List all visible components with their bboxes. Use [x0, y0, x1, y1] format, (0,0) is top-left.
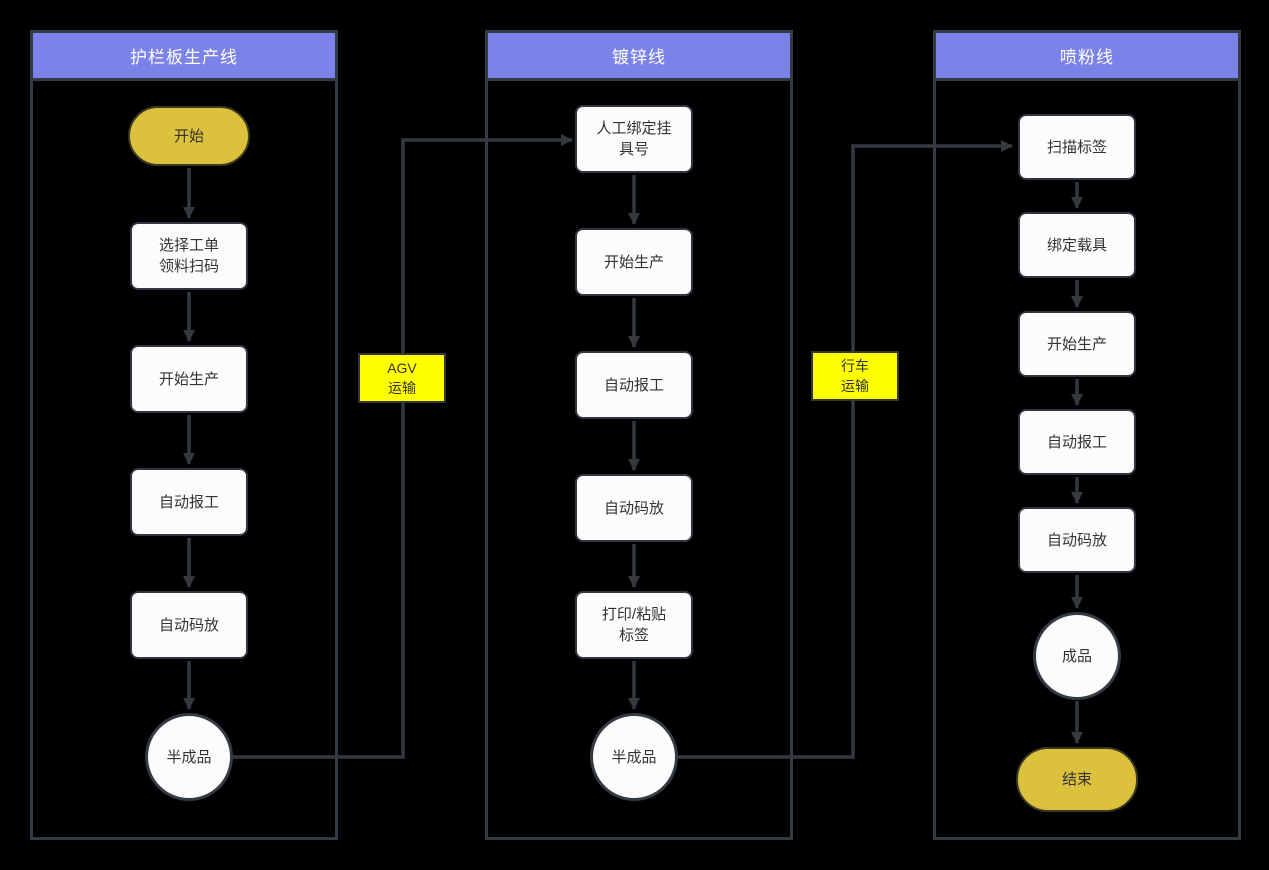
node-semifinished-lane2: 半成品 [590, 713, 678, 801]
node-semifinished-lane1: 半成品 [145, 713, 233, 801]
lane-powder-header: 喷粉线 [936, 33, 1238, 81]
node-end: 结束 [1016, 747, 1138, 812]
node-start-production-lane3: 开始生产 [1018, 311, 1136, 377]
edge-label-agv-transport: AGV 运输 [358, 353, 446, 403]
node-start-production-lane1: 开始生产 [130, 345, 248, 413]
node-auto-stack-lane1: 自动码放 [130, 591, 248, 659]
node-start-production-lane2: 开始生产 [575, 228, 693, 296]
node-scan-label: 扫描标签 [1018, 114, 1136, 180]
node-finished-product: 成品 [1033, 612, 1121, 700]
node-bind-carrier: 绑定载具 [1018, 212, 1136, 278]
node-print-paste-label: 打印/粘贴 标签 [575, 591, 693, 659]
node-auto-stack-lane2: 自动码放 [575, 474, 693, 542]
node-auto-report-lane2: 自动报工 [575, 351, 693, 419]
edge-label-crane-transport: 行车 运输 [811, 351, 899, 401]
node-start: 开始 [128, 106, 250, 166]
node-bind-hanger-number: 人工绑定挂 具号 [575, 105, 693, 173]
node-auto-report-lane3: 自动报工 [1018, 409, 1136, 475]
node-select-workorder-scan: 选择工单 领料扫码 [130, 222, 248, 290]
lane-guardrail-header: 护栏板生产线 [33, 33, 335, 81]
lane-galvanizing-header: 镀锌线 [488, 33, 790, 81]
node-auto-report-lane1: 自动报工 [130, 468, 248, 536]
node-auto-stack-lane3: 自动码放 [1018, 507, 1136, 573]
